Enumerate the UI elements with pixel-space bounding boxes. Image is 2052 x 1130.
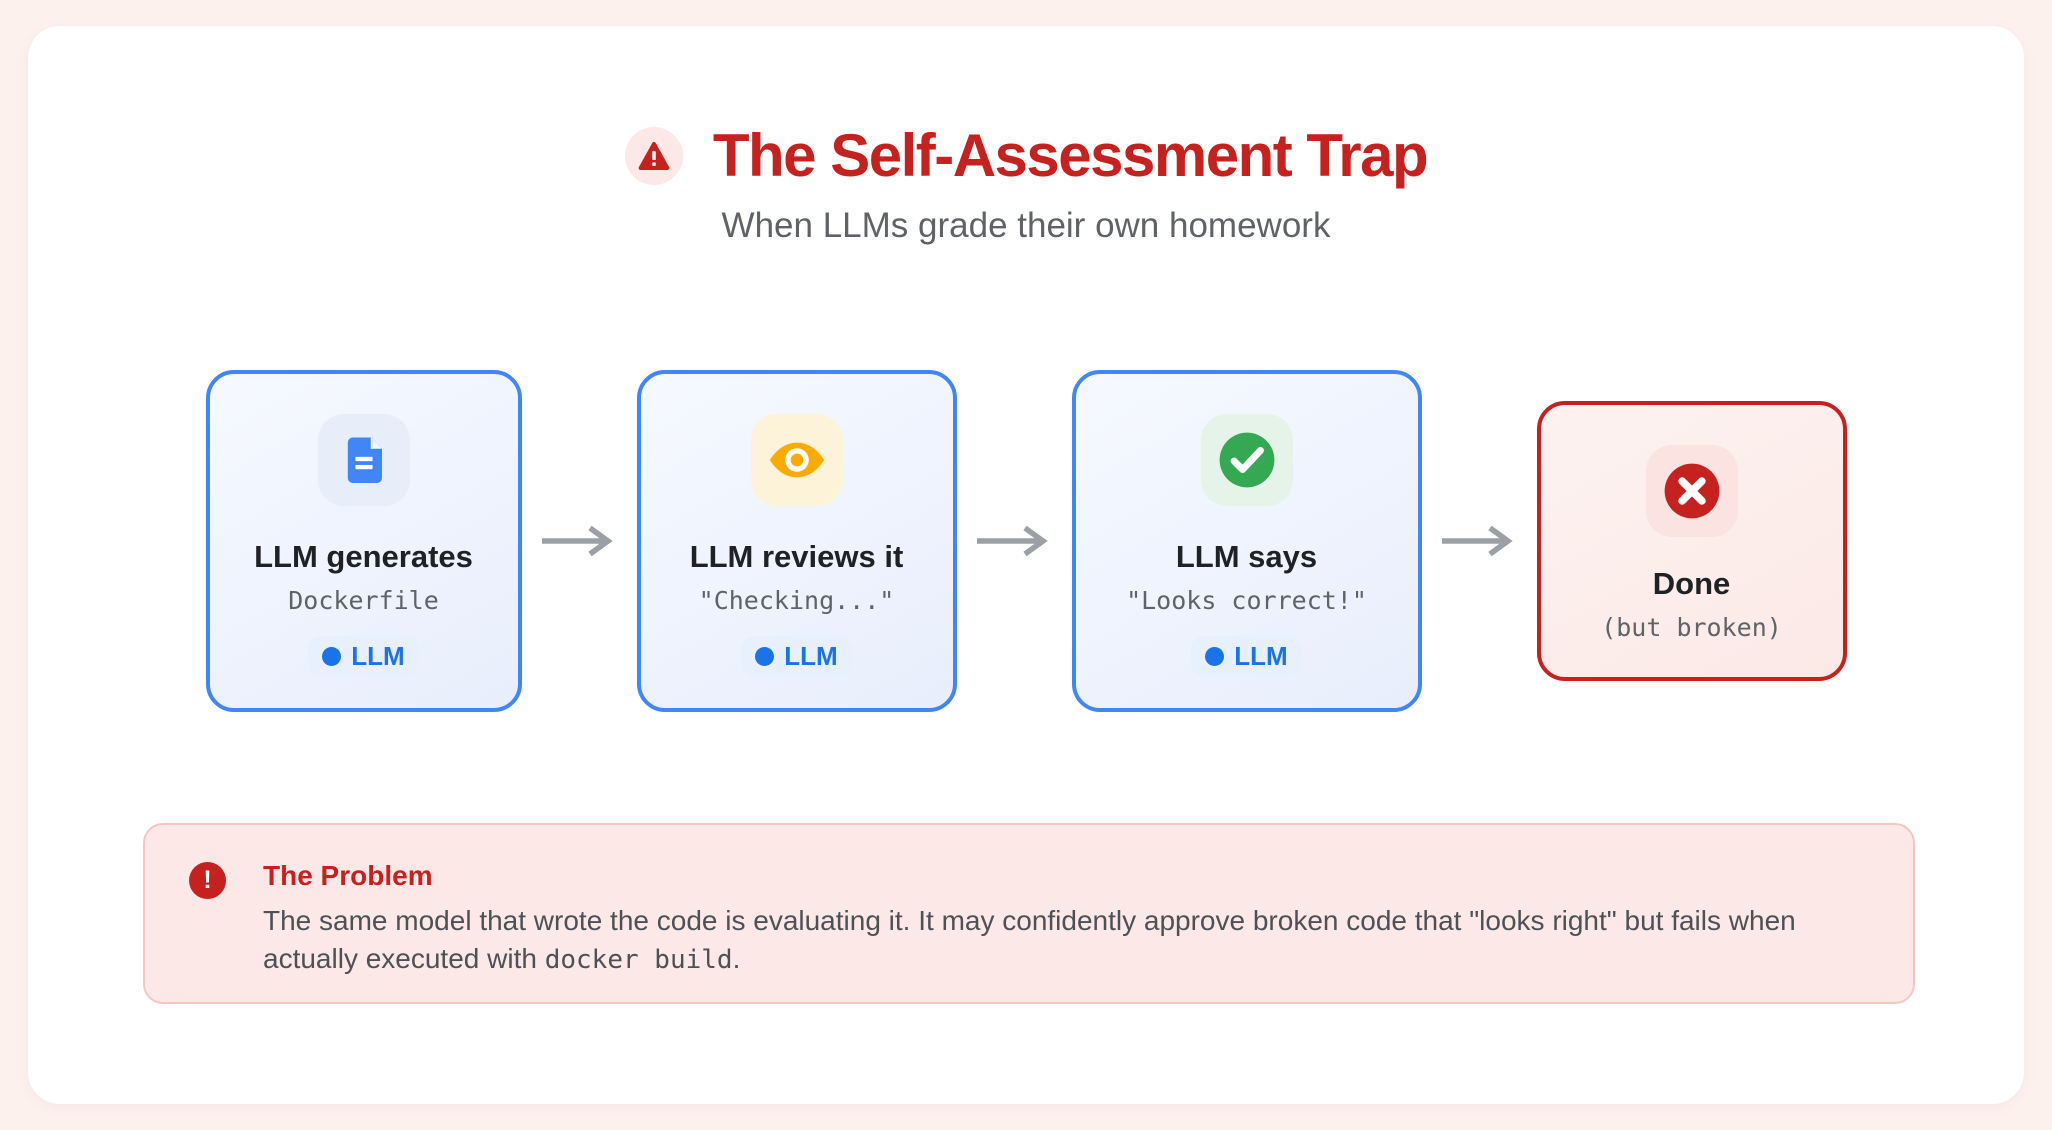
flow-diagram: LLM generates Dockerfile LLM LLM reviews…	[28, 370, 2024, 712]
flow-arrow	[957, 524, 1072, 558]
x-icon-tile	[1645, 445, 1738, 537]
llm-badge: LLM	[308, 636, 419, 676]
step-subtitle: Dockerfile	[288, 586, 439, 615]
title-row: The Self-Assessment Trap	[28, 120, 2024, 192]
problem-content: The Problem The same model that wrote th…	[263, 859, 1843, 1002]
problem-body: The same model that wrote the code is ev…	[263, 902, 1843, 979]
llm-badge-label: LLM	[351, 641, 405, 671]
llm-badge-label: LLM	[784, 641, 838, 671]
document-icon	[347, 437, 382, 483]
problem-code-snippet: docker build	[544, 945, 733, 975]
right-arrow-icon	[1442, 525, 1513, 557]
llm-dot-icon	[1205, 646, 1225, 666]
problem-text-after-code: .	[732, 943, 741, 974]
right-arrow-icon	[542, 525, 613, 557]
problem-callout: ! The Problem The same model that wrote …	[143, 823, 1915, 1004]
llm-dot-icon	[755, 646, 775, 666]
llm-dot-icon	[322, 646, 342, 666]
document-icon-tile	[317, 414, 410, 506]
step-subtitle: (but broken)	[1601, 613, 1782, 642]
llm-badge: LLM	[741, 636, 852, 676]
step-title: LLM reviews it	[689, 539, 904, 574]
main-panel: The Self-Assessment Trap When LLMs grade…	[28, 26, 2024, 1104]
header: The Self-Assessment Trap When LLMs grade…	[28, 26, 2024, 248]
check-icon-tile	[1200, 414, 1293, 506]
problem-title: The Problem	[263, 860, 433, 891]
exclamation-glyph: !	[203, 866, 212, 894]
eye-icon-tile	[750, 414, 843, 506]
eye-icon	[769, 442, 824, 478]
warning-badge	[624, 127, 683, 185]
page-subtitle: When LLMs grade their own homework	[721, 206, 1331, 245]
step-card-llm-generates: LLM generates Dockerfile LLM	[205, 370, 522, 712]
x-circle-icon	[1664, 463, 1719, 519]
right-arrow-icon	[977, 525, 1048, 557]
step-subtitle: "Checking..."	[698, 586, 895, 615]
step-title: Done	[1652, 566, 1731, 601]
step-title: LLM says	[1175, 539, 1318, 574]
check-circle-icon	[1219, 432, 1274, 488]
step-card-done-broken: Done (but broken)	[1536, 401, 1847, 681]
flow-arrow	[522, 524, 637, 558]
llm-badge: LLM	[1191, 636, 1302, 676]
step-title: LLM generates	[254, 539, 473, 574]
warning-triangle-icon	[638, 142, 670, 170]
step-card-llm-says: LLM says "Looks correct!" LLM	[1071, 370, 1422, 712]
step-card-llm-reviews: LLM reviews it "Checking..." LLM	[636, 370, 957, 712]
problem-text-before-code: The same model that wrote the code is ev…	[263, 905, 1796, 974]
llm-badge-label: LLM	[1234, 641, 1288, 671]
flow-arrow	[1422, 524, 1537, 558]
step-subtitle: "Looks correct!"	[1126, 586, 1367, 615]
page-title: The Self-Assessment Trap	[712, 122, 1429, 189]
exclamation-circle-icon: !	[189, 862, 226, 899]
